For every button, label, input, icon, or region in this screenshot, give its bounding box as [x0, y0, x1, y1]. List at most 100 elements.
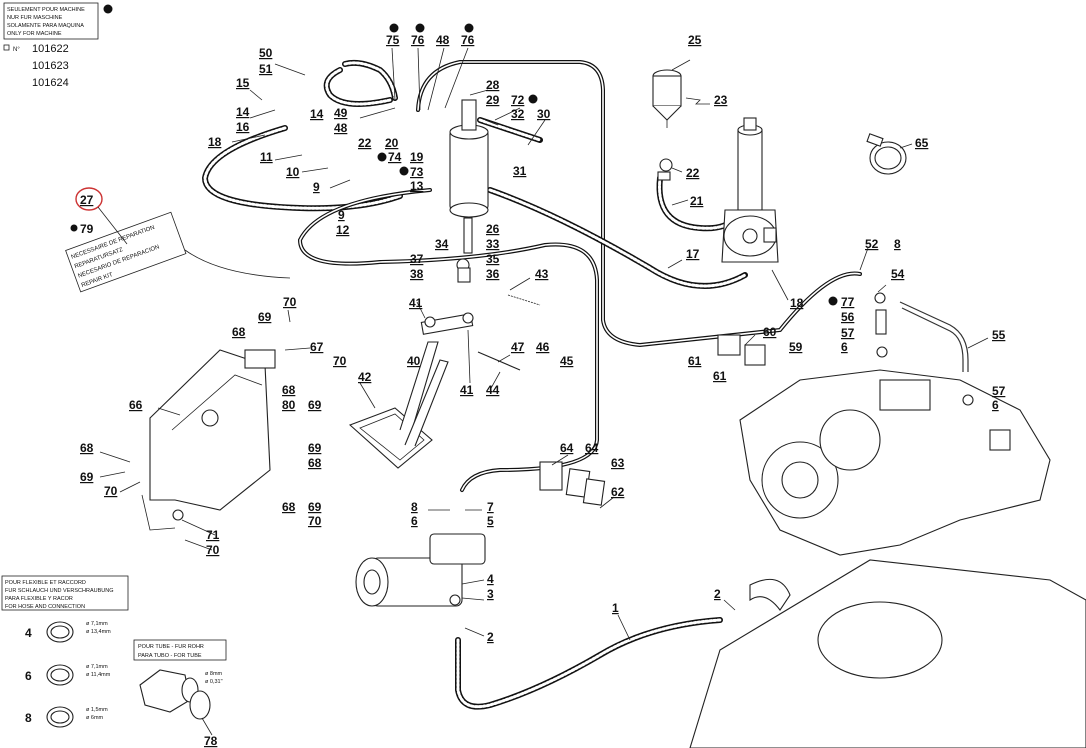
- repair-kit-marker-ref: 79: [80, 222, 94, 236]
- callout-65: 65: [915, 136, 929, 150]
- hose-box-line-de: FUR SCHLAUCH UND VERSCHRAUBUNG: [5, 588, 113, 594]
- callout-9: 9: [338, 208, 345, 222]
- brake-valve-block: [449, 99, 489, 283]
- callout-70: 70: [333, 354, 347, 368]
- machine-only-fr: SEULEMENT POUR MACHINE: [7, 7, 85, 13]
- hose-connection-box: POUR FLEXIBLE ET RACCORD FUR SCHLAUCH UN…: [1, 575, 129, 728]
- callout-43: 43: [535, 267, 549, 281]
- callout-57: 57: [992, 384, 1006, 398]
- marker-dot-icon: [415, 23, 425, 33]
- tube-box: POUR TUBE - FUR ROHR PARA TUBO - FOR TUB…: [133, 639, 227, 748]
- callout-45: 45: [560, 354, 574, 368]
- callout-48: 48: [334, 121, 348, 135]
- callout-6: 6: [992, 398, 999, 412]
- bracket-icon: [3, 44, 10, 51]
- callout-8: 8: [894, 237, 901, 251]
- callout-11: 11: [260, 150, 273, 164]
- callout-51: 51: [259, 62, 273, 76]
- callout-62: 62: [611, 485, 625, 499]
- callout-64: 64: [585, 441, 599, 455]
- callout-70: 70: [206, 543, 220, 557]
- transmission-housing: [739, 369, 1051, 556]
- callout-50: 50: [259, 46, 273, 60]
- tube-spec2: ø 0,31": [205, 679, 223, 685]
- callout-46: 46: [536, 340, 550, 354]
- callout-69: 69: [80, 470, 94, 484]
- callout-13: 13: [410, 179, 424, 193]
- marker-dot-icon: [389, 23, 399, 33]
- hose-clamp-spec1: ø 7,1mm: [86, 664, 108, 670]
- callout-54: 54: [891, 267, 905, 281]
- callout-12: 12: [336, 223, 350, 237]
- callout-69: 69: [308, 441, 322, 455]
- callout-6: 6: [411, 514, 418, 528]
- callout-49: 49: [334, 106, 348, 120]
- callout-30: 30: [537, 107, 551, 121]
- callout-32: 32: [511, 107, 525, 121]
- callout-14: 14: [236, 105, 250, 119]
- callout-52: 52: [865, 237, 879, 251]
- machine-only-es: SOLAMENTE PARA MAQUINA: [7, 23, 84, 29]
- callout-35: 35: [486, 252, 500, 266]
- callout-41: 41: [409, 296, 423, 310]
- hose-clamp-spec1: ø 7,1mm: [86, 621, 108, 627]
- callout-47: 47: [511, 340, 525, 354]
- callout-61: 61: [688, 354, 702, 368]
- machine-number-3: 101624: [32, 77, 69, 89]
- tube-spec1: ø 8mm: [205, 671, 223, 677]
- callout-18: 18: [208, 135, 222, 149]
- fitting-54: [874, 292, 974, 406]
- machine-only-en: ONLY FOR MACHINE: [7, 31, 62, 37]
- callout-40: 40: [407, 354, 421, 368]
- callout-68: 68: [282, 500, 296, 514]
- callout-71: 71: [206, 528, 220, 542]
- callout-19: 19: [410, 150, 424, 164]
- callout-61: 61: [713, 369, 727, 383]
- marker-dot-icon: [828, 296, 838, 306]
- callout-38: 38: [410, 267, 424, 281]
- callout-67: 67: [310, 340, 324, 354]
- callout-77: 77: [841, 295, 855, 309]
- callout-70: 70: [308, 514, 322, 528]
- callout-28: 28: [486, 78, 500, 92]
- callout-76: 76: [461, 33, 475, 47]
- hose-box-line-es: PARA FLEXIBLE Y RACOR: [5, 596, 73, 602]
- callout-26: 26: [486, 222, 500, 236]
- callout-15: 15: [236, 76, 250, 90]
- machine-number-2: 101623: [32, 60, 69, 72]
- callout-70: 70: [283, 295, 297, 309]
- machine-applicability-header: SEULEMENT POUR MACHINE NUR FUR MASCHINE …: [3, 2, 113, 89]
- tube-box-line-2: PARA TUBO - FOR TUBE: [138, 653, 202, 659]
- callout-8: 8: [411, 500, 418, 514]
- marker-dot-icon: [377, 152, 387, 162]
- callout-56: 56: [841, 310, 855, 324]
- callout-69: 69: [308, 500, 322, 514]
- marker-dot-icon: [464, 23, 474, 33]
- hose-box-line-fr: POUR FLEXIBLE ET RACCORD: [5, 580, 86, 586]
- machine-only-de: NUR FUR MASCHINE: [7, 15, 63, 21]
- callout-9: 9: [313, 180, 320, 194]
- callout-17: 17: [686, 247, 700, 261]
- hose-clamp-4: 4 ø 7,1mm ø 13,4mm: [25, 621, 111, 643]
- marker-dot-icon: [399, 166, 409, 176]
- callout-20: 20: [385, 136, 399, 150]
- tube-ref: 78: [204, 734, 218, 748]
- hose-clamp-ref: 6: [25, 669, 32, 683]
- callout-14: 14: [310, 107, 324, 121]
- callout-60: 60: [763, 325, 777, 339]
- callout-68: 68: [80, 441, 94, 455]
- callout-37: 37: [410, 252, 424, 266]
- callout-75: 75: [386, 33, 400, 47]
- callout-1: 1: [612, 601, 619, 615]
- hose-clamp-6: 6 ø 7,1mm ø 11,4mm: [25, 664, 111, 686]
- hose-clamp-ref: 8: [25, 711, 32, 725]
- hose-clamp-spec2: ø 11,4mm: [86, 672, 111, 678]
- callout-70: 70: [104, 484, 118, 498]
- callout-63: 63: [611, 456, 625, 470]
- callout-10: 10: [286, 165, 300, 179]
- callout-64: 64: [560, 441, 574, 455]
- callout-66: 66: [129, 398, 143, 412]
- marker-dots: [377, 23, 838, 306]
- callout-33: 33: [486, 237, 500, 251]
- callout-21: 21: [690, 194, 704, 208]
